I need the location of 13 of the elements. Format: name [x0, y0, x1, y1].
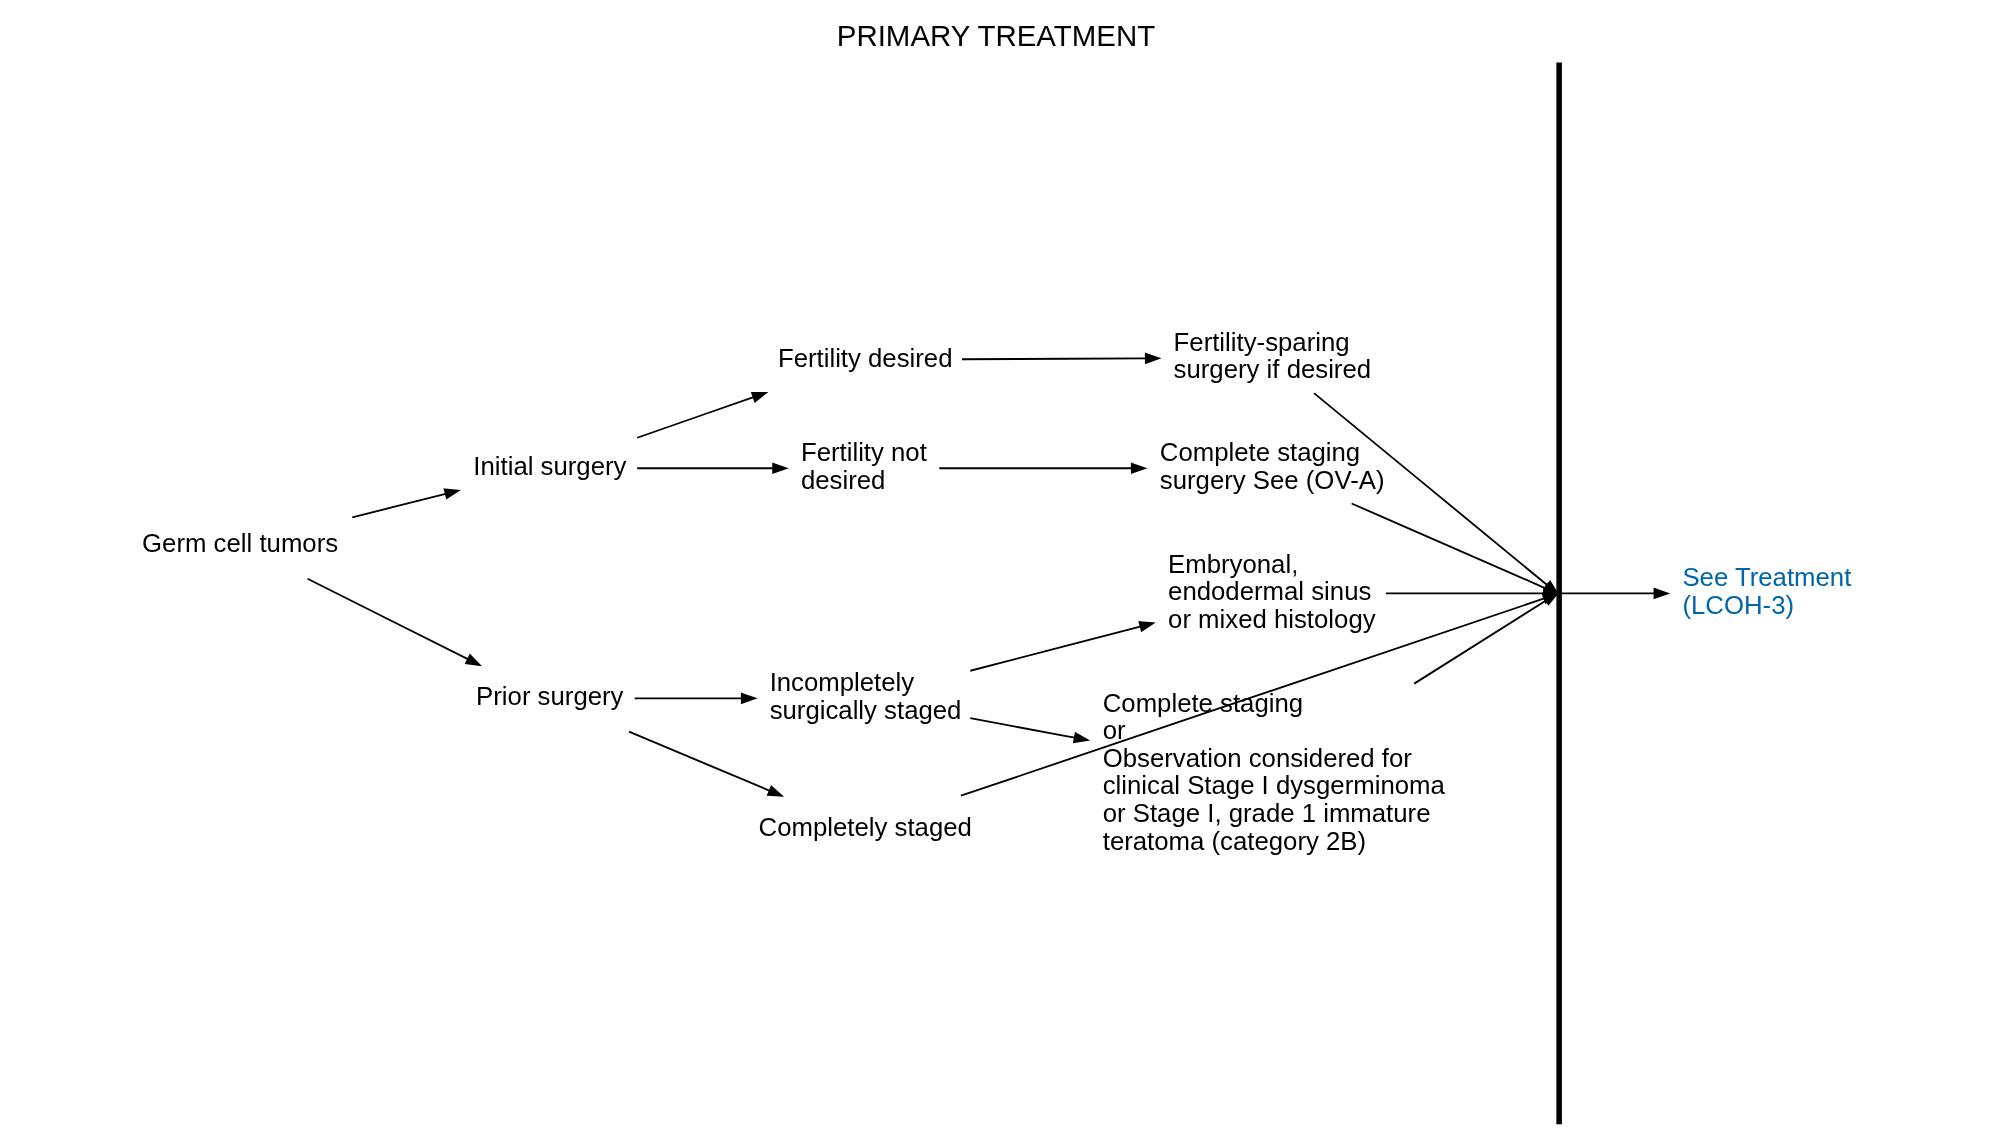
node-text: Fertility desired	[777, 343, 953, 372]
node-text: Initial surgery	[472, 452, 626, 481]
node-text: Germ cell tumors	[141, 529, 338, 558]
node-text: Fertility-sparing surgery if desired	[1173, 327, 1371, 384]
diagram-title: PRIMARY TREATMENT	[836, 19, 1155, 53]
node-text: Complete staging surgery See (OV-A)	[1159, 438, 1384, 494]
node-text: See Treatment (LCOH-3)	[1681, 563, 1851, 620]
node-text: Prior surgery	[475, 682, 623, 711]
node-text: Incompletely surgically staged	[769, 668, 961, 724]
node-text: Fertility not desired	[800, 438, 927, 494]
node-text: Embryonal, endodermal sinus or mixed histology	[1167, 549, 1376, 633]
node-text: Completely staged	[758, 812, 972, 841]
node-text: Complete staging or Observation considered for clinical Stage I dysgerminoma or Stage I, grade 1 immature teratoma (category 2B)	[1102, 688, 1445, 855]
